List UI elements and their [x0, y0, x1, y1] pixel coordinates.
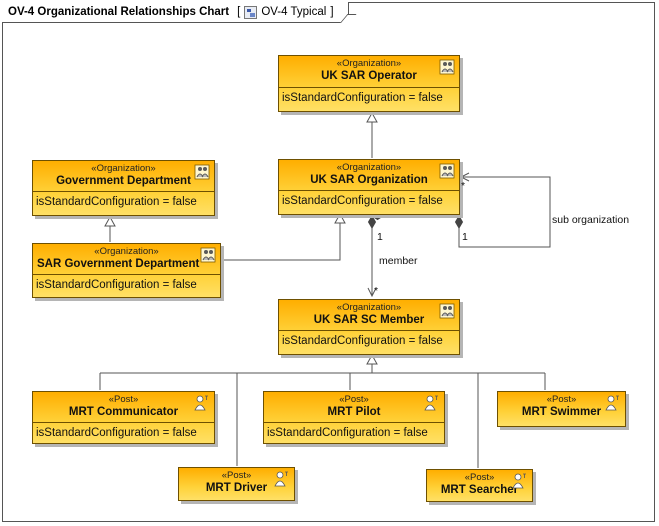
- member-source-multiplicity: 1: [377, 231, 383, 243]
- diagram-type-icon: [244, 5, 258, 19]
- post-icon: [194, 395, 208, 411]
- node-mrt-searcher[interactable]: «Post» MRT Searcher: [426, 469, 533, 502]
- node-sar-government-department[interactable]: «Organization» SAR Government Department…: [32, 243, 221, 298]
- node-name: UK SAR SC Member: [313, 314, 425, 326]
- node-attribute: isStandardConfiguration = false: [279, 330, 459, 351]
- organization-icon: [194, 164, 210, 180]
- sub-organization-edge-label: sub organization: [552, 214, 630, 226]
- node-name: UK SAR Organization: [310, 174, 428, 186]
- sub-organization-target-multiplicity: *: [461, 180, 466, 192]
- diagram-title-tab[interactable]: OV-4 Organizational Relationships Chart …: [2, 2, 349, 23]
- post-icon: [424, 395, 438, 411]
- node-attribute: isStandardConfiguration = false: [33, 422, 214, 443]
- stereotype-label: «Post»: [108, 394, 139, 405]
- node-government-department[interactable]: «Organization» Government Department isS…: [32, 160, 215, 216]
- node-name: MRT Swimmer: [521, 406, 602, 418]
- post-icon: [274, 471, 288, 487]
- node-mrt-communicator[interactable]: «Post» MRT Communicator isStandardConfig…: [32, 391, 215, 444]
- node-uk-sar-organization[interactable]: «Organization» UK SAR Organization isSta…: [278, 159, 460, 215]
- node-name: MRT Driver: [205, 482, 268, 494]
- stereotype-label: «Post»: [464, 472, 495, 483]
- node-name: MRT Searcher: [440, 484, 519, 496]
- edge-sargov-to-org: [222, 212, 346, 261]
- stereotype-label: «Post»: [546, 394, 577, 405]
- diagram-title: OV-4 Organizational Relationships Chart: [8, 6, 230, 18]
- stereotype-label: «Post»: [339, 394, 369, 405]
- member-edge-label: member: [379, 255, 418, 267]
- node-attribute: isStandardConfiguration = false: [279, 190, 459, 211]
- organization-icon: [200, 247, 216, 263]
- close-bracket: ]: [330, 6, 334, 18]
- node-name: Government Department: [56, 175, 191, 187]
- post-icon: [512, 473, 526, 489]
- sub-organization-source-multiplicity: 1: [462, 231, 468, 243]
- node-attribute: isStandardConfiguration = false: [33, 191, 214, 212]
- node-attribute: isStandardConfiguration = false: [264, 422, 444, 443]
- stereotype-label: «Organization»: [336, 302, 402, 313]
- organization-icon: [439, 303, 455, 319]
- node-mrt-pilot[interactable]: «Post» MRT Pilot isStandardConfiguration…: [263, 391, 445, 444]
- node-attribute: isStandardConfiguration = false: [279, 87, 459, 108]
- organization-icon: [439, 59, 455, 75]
- member-target-multiplicity: *: [374, 285, 379, 297]
- diagram-type-label: OV-4 Typical: [261, 6, 327, 18]
- open-bracket: [: [237, 6, 241, 18]
- stereotype-label: «Organization»: [94, 246, 159, 257]
- node-name: SAR Government Department: [37, 258, 200, 270]
- organization-icon: [439, 163, 455, 179]
- node-mrt-swimmer[interactable]: «Post» MRT Swimmer: [497, 391, 626, 427]
- node-uk-sar-sc-member[interactable]: «Organization» UK SAR SC Member isStanda…: [278, 299, 460, 355]
- stereotype-label: «Organization»: [91, 163, 156, 174]
- node-name: MRT Pilot: [327, 406, 381, 418]
- stereotype-label: «Organization»: [336, 58, 402, 69]
- edge-sub-organization: [458, 177, 551, 248]
- node-mrt-driver[interactable]: «Post» MRT Driver: [178, 467, 295, 501]
- stereotype-label: «Organization»: [336, 162, 402, 173]
- node-attribute: isStandardConfiguration = false: [33, 274, 220, 295]
- post-icon: [605, 395, 619, 411]
- stereotype-label: «Post»: [221, 470, 252, 481]
- node-uk-sar-operator[interactable]: «Organization» UK SAR Operator isStandar…: [278, 55, 460, 112]
- node-name: UK SAR Operator: [321, 70, 417, 82]
- node-name: MRT Communicator: [68, 406, 179, 418]
